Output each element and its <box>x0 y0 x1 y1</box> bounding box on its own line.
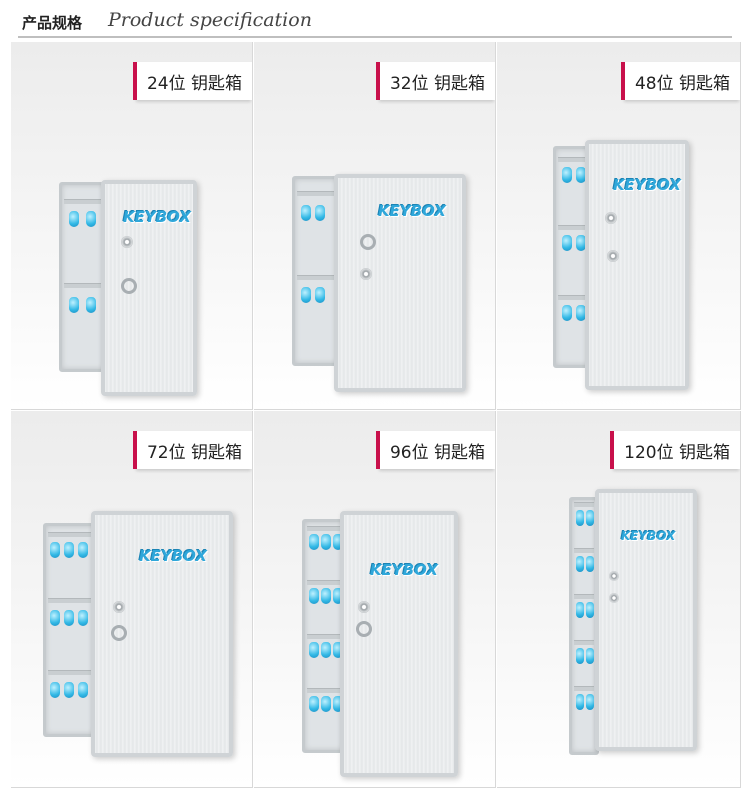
label-accent-bar <box>375 62 380 100</box>
product-label-text: 48位 钥匙箱 <box>634 73 730 94</box>
product-card-24[interactable]: 24位 钥匙箱 KEYBOX <box>11 42 253 410</box>
product-card-32[interactable]: 32位 钥匙箱 KEYBOX <box>254 42 496 410</box>
lock-icon <box>609 571 619 581</box>
lock-icon <box>605 212 617 224</box>
lock-icon <box>358 601 370 613</box>
lock-icon <box>609 593 619 603</box>
product-label: 96位 钥匙箱 <box>375 431 495 469</box>
product-label: 32位 钥匙箱 <box>375 62 495 100</box>
product-label-text: 24位 钥匙箱 <box>146 73 242 94</box>
product-grid: 24位 钥匙箱 KEYBOX 32位 钥匙箱 <box>11 42 741 788</box>
label-accent-bar <box>132 62 137 100</box>
cabinet-door: KEYBOX <box>340 511 458 777</box>
handle-icon <box>356 621 372 637</box>
label-accent-bar <box>375 431 380 469</box>
keybox-image: KEYBOX <box>43 511 243 761</box>
keybox-image: KEYBOX <box>553 140 703 395</box>
handle-icon <box>360 234 376 250</box>
product-label: 48位 钥匙箱 <box>620 62 740 100</box>
section-header: 产品规格 Product specification <box>0 0 750 42</box>
handle-icon <box>111 625 127 641</box>
keybox-logo: KEYBOX <box>139 547 207 565</box>
cabinet-interior <box>302 519 346 753</box>
section-title-en: Product specification <box>108 9 312 31</box>
keybox-image: KEYBOX <box>569 489 709 781</box>
cabinet-interior <box>292 176 342 366</box>
keybox-image: KEYBOX <box>59 180 209 400</box>
keybox-image: KEYBOX <box>292 174 472 399</box>
cabinet-door: KEYBOX <box>595 489 697 751</box>
keybox-logo: KEYBOX <box>123 208 191 226</box>
label-accent-bar <box>620 62 625 100</box>
cabinet-interior <box>569 497 599 755</box>
label-accent-bar <box>610 431 615 469</box>
cabinet-door: KEYBOX <box>91 511 233 757</box>
section-title-cn: 产品规格 <box>22 14 83 32</box>
lock-icon <box>360 268 372 280</box>
product-label: 120位 钥匙箱 <box>610 431 740 469</box>
product-label: 72位 钥匙箱 <box>132 431 252 469</box>
cabinet-door: KEYBOX <box>101 180 197 396</box>
product-label: 24位 钥匙箱 <box>132 62 252 100</box>
cabinet-interior <box>59 182 107 372</box>
product-card-96[interactable]: 96位 钥匙箱 KEYBOX <box>254 411 496 788</box>
product-label-text: 120位 钥匙箱 <box>624 442 730 463</box>
cabinet-door: KEYBOX <box>334 174 466 392</box>
product-card-120[interactable]: 120位 钥匙箱 KEYBOX <box>497 411 741 788</box>
product-label-text: 96位 钥匙箱 <box>389 442 485 463</box>
handle-icon <box>121 278 137 294</box>
keybox-logo: KEYBOX <box>378 202 446 220</box>
product-label-text: 72位 钥匙箱 <box>146 442 242 463</box>
lock-icon <box>113 601 125 613</box>
product-card-48[interactable]: 48位 钥匙箱 KEYBOX <box>497 42 741 410</box>
keybox-logo: KEYBOX <box>370 561 438 579</box>
cabinet-door: KEYBOX <box>585 140 689 390</box>
cabinet-interior <box>43 523 97 737</box>
keybox-image: KEYBOX <box>302 511 462 781</box>
label-accent-bar <box>132 431 137 469</box>
lock-icon <box>121 236 133 248</box>
header-divider <box>18 36 732 38</box>
lock-icon <box>607 250 619 262</box>
keybox-logo: KEYBOX <box>613 176 681 194</box>
product-label-text: 32位 钥匙箱 <box>389 73 485 94</box>
keybox-logo: KEYBOX <box>621 529 676 543</box>
product-card-72[interactable]: 72位 钥匙箱 KEYBOX <box>11 411 253 788</box>
